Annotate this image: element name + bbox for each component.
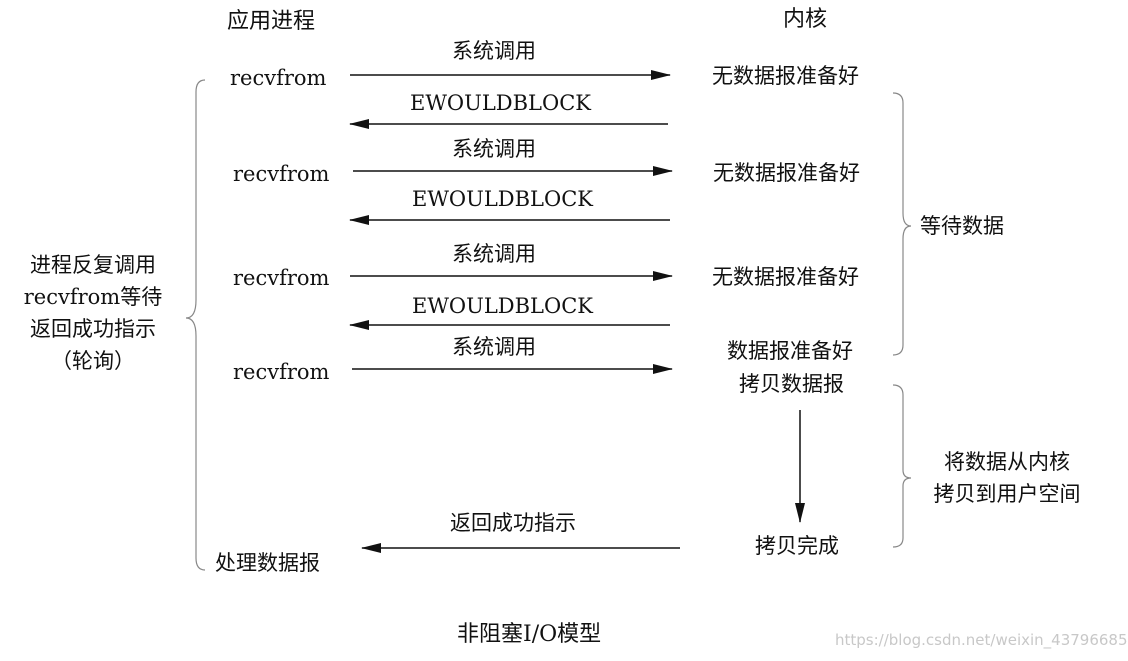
- process-datagram-label: 处理数据报: [215, 551, 320, 575]
- recvfrom-label-2: recvfrom: [233, 162, 330, 186]
- kernel-header: 内核: [783, 7, 828, 32]
- wait-data-label: 等待数据: [920, 214, 1004, 238]
- kernel-state-1: 无数据报准备好: [712, 64, 859, 88]
- left-brace: [185, 79, 206, 571]
- syscall-label-3: 系统调用: [452, 242, 536, 266]
- ewouldblock-label-3: EWOULDBLOCK: [412, 294, 593, 318]
- left-note-line4: （轮询）: [51, 349, 135, 373]
- syscall-label-4: 系统调用: [452, 335, 536, 359]
- left-note-line2: recvfrom等待: [23, 285, 163, 309]
- kernel-state-ready: 数据报准备好: [727, 339, 853, 363]
- diagram-caption: 非阻塞I/O模型: [457, 622, 602, 647]
- copy-brace: [892, 384, 912, 548]
- return-success-label: 返回成功指示: [450, 511, 576, 535]
- ewouldblock-label-2: EWOULDBLOCK: [412, 187, 593, 211]
- watermark: https://blog.csdn.net/weixin_43796685: [835, 631, 1128, 649]
- kernel-state-2: 无数据报准备好: [713, 161, 860, 185]
- recvfrom-label-1: recvfrom: [230, 66, 327, 90]
- syscall-label-1: 系统调用: [452, 39, 536, 63]
- kernel-state-3: 无数据报准备好: [712, 265, 859, 289]
- left-note-line1: 进程反复调用: [30, 253, 156, 277]
- copy-label-line2: 拷贝到用户空间: [933, 482, 1081, 506]
- copy-label-line1: 将数据从内核: [944, 450, 1070, 474]
- wait-brace: [892, 92, 912, 356]
- copy-done-label: 拷贝完成: [755, 534, 839, 558]
- recvfrom-label-3: recvfrom: [233, 266, 330, 290]
- ewouldblock-label-1: EWOULDBLOCK: [410, 91, 591, 115]
- syscall-label-2: 系统调用: [452, 137, 536, 161]
- recvfrom-label-4: recvfrom: [233, 360, 330, 384]
- kernel-state-copying: 拷贝数据报: [739, 372, 844, 396]
- left-note-line3: 返回成功指示: [30, 317, 156, 341]
- app-process-header: 应用进程: [227, 9, 316, 34]
